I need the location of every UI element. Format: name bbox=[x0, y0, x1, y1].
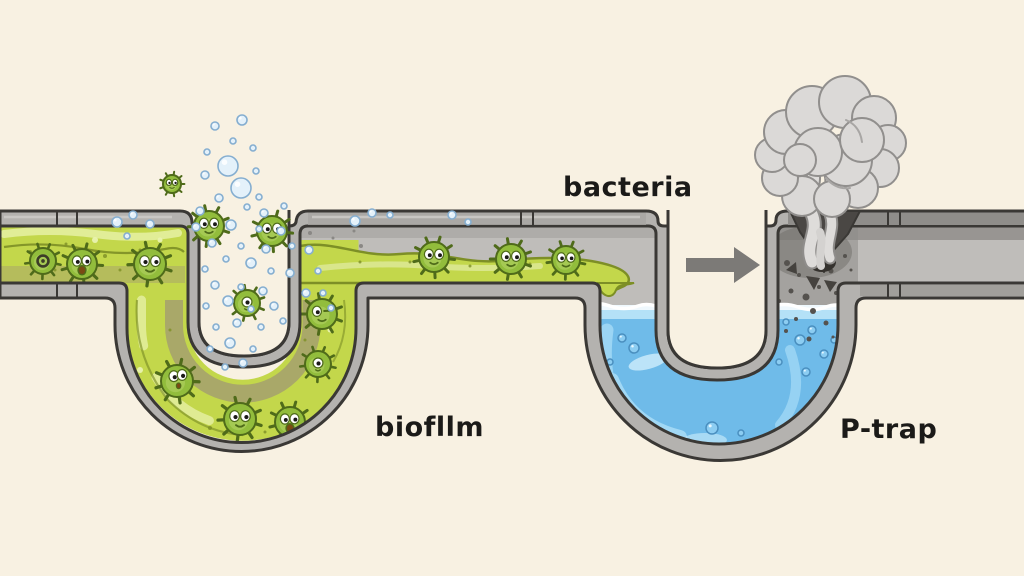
bacterium-smile bbox=[216, 395, 263, 443]
bacterium-oneeye bbox=[298, 345, 337, 384]
pipe-joints bbox=[56, 211, 901, 298]
label-biofilm: biofllm bbox=[375, 412, 484, 443]
sewer-gas-smoke bbox=[754, 75, 907, 292]
right-trap-inlet-slot bbox=[666, 210, 768, 370]
bacterium-smile bbox=[545, 240, 587, 281]
bacterium-worried bbox=[154, 357, 201, 405]
bacterium-smile bbox=[126, 240, 173, 288]
smoke-cloud bbox=[754, 75, 907, 218]
gas-bubbles bbox=[111, 114, 472, 371]
label-bacteria: bacteria bbox=[563, 172, 693, 203]
bacterium-smile bbox=[412, 235, 457, 280]
pipe-air-shadow bbox=[296, 226, 656, 238]
flow-arrow-icon bbox=[686, 247, 760, 283]
floating-bacteria bbox=[159, 170, 295, 322]
bacterium-open bbox=[60, 242, 105, 287]
bacteria-in-pipe bbox=[23, 235, 587, 444]
bacterium-smile bbox=[159, 170, 186, 198]
label-ptrap: P-trap bbox=[840, 414, 937, 445]
bacterium-smile bbox=[488, 237, 532, 281]
bacterium-dot bbox=[23, 242, 62, 281]
